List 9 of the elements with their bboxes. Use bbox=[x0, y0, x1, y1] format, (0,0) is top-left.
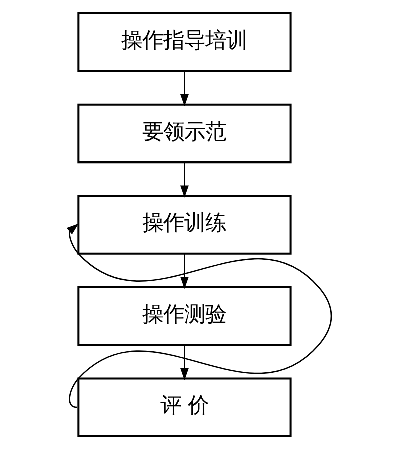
node-box: 操作指导培训 bbox=[77, 12, 292, 72]
arrow bbox=[180, 345, 188, 380]
node-box: 评 价 bbox=[77, 378, 292, 438]
node-box: 要领示范 bbox=[77, 104, 292, 164]
arrow bbox=[180, 71, 188, 107]
arrow bbox=[180, 254, 188, 290]
node-box: 操作训练 bbox=[77, 195, 292, 255]
node-box: 操作测验 bbox=[77, 286, 292, 346]
arrow bbox=[180, 162, 188, 198]
